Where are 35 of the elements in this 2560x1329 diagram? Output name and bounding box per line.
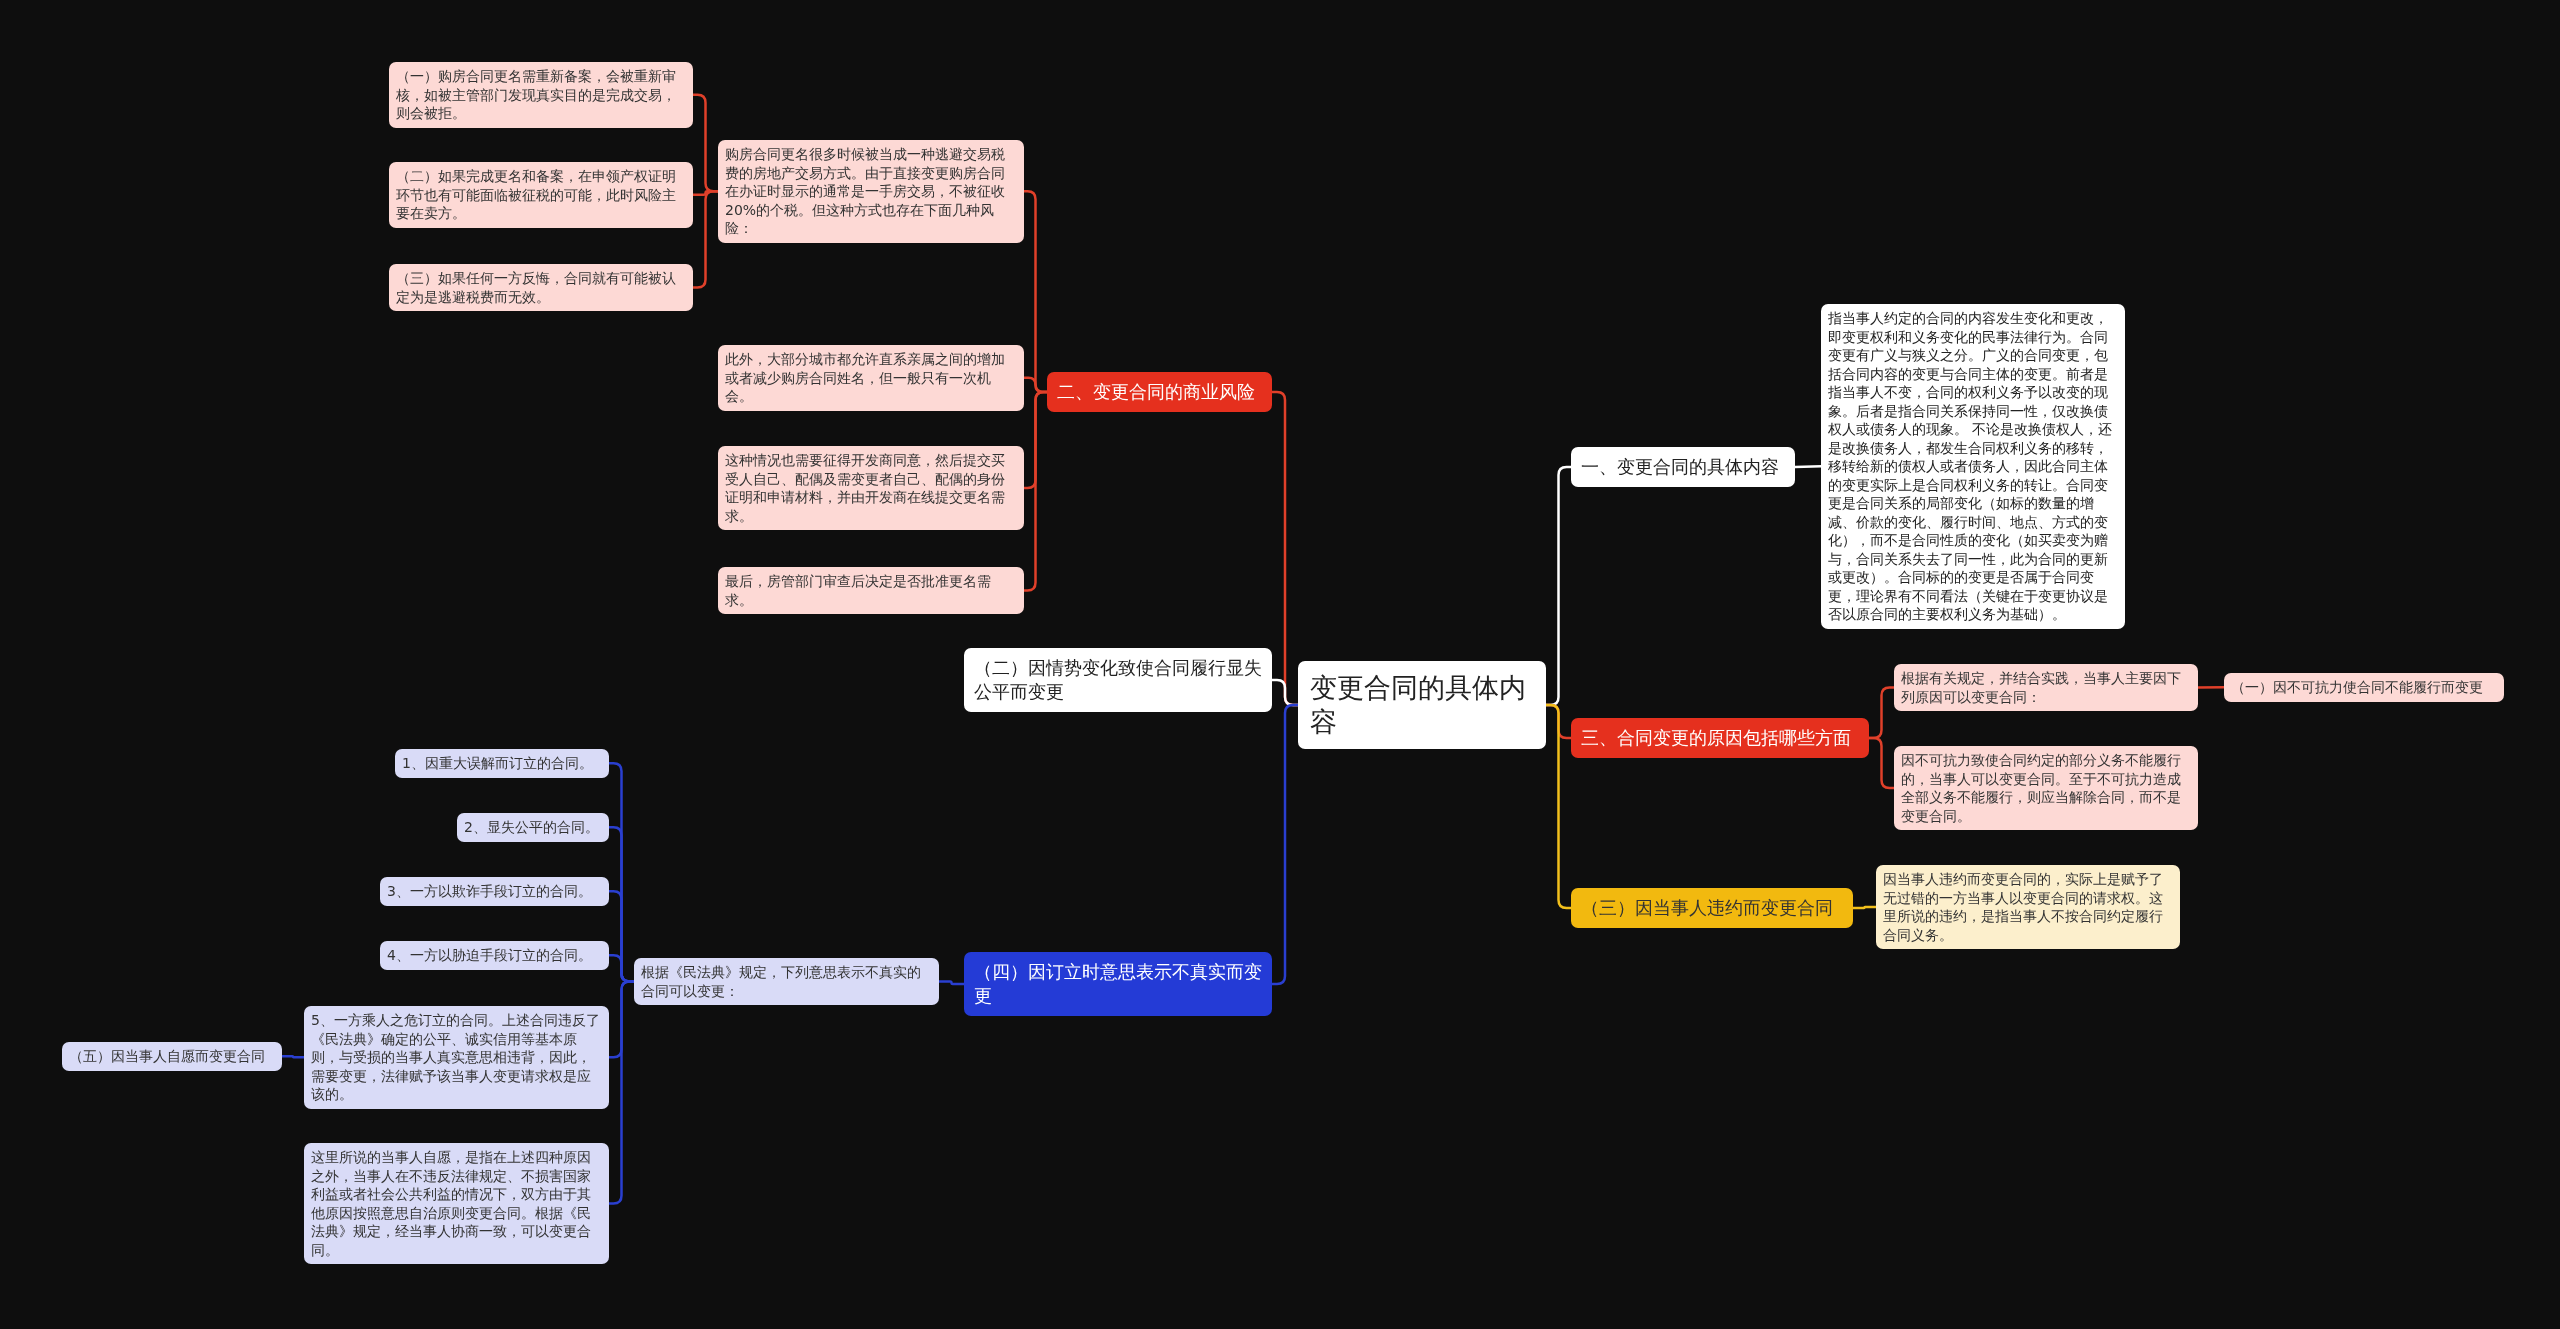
central-topic: 变更合同的具体内容 — [1298, 661, 1546, 749]
text-card: 根据有关规定，并结合实践，当事人主要因下列原因可以变更合同： — [1894, 664, 2198, 711]
connector-line — [1869, 736, 1894, 790]
text-card: 因不可抗力致使合同约定的部分义务不能履行的，当事人可以变更合同。至于不可抗力造成全部义务不能履行，则应当解除合同，而不是变更合同。 — [1894, 746, 2198, 830]
text-card: 最后，房管部门审查后决定是否批准更名需求。 — [718, 567, 1024, 614]
text-card: （三）如果任何一方反悔，合同就有可能被认定为是逃避税费而无效。 — [389, 264, 693, 311]
text-card: （五）因当事人自愿而变更合同 — [62, 1042, 282, 1071]
text-card: （二）如果完成更名和备案，在申领产权证明环节也有可能面临被征税的可能，此时风险主要在卖方。 — [389, 162, 693, 228]
connector-line — [1024, 390, 1047, 592]
connector-line — [939, 980, 964, 986]
text-card: 1、因重大误解而订立的合同。 — [395, 749, 609, 778]
connector-line — [1853, 905, 1876, 910]
text-card: 这种情况也需要征得开发商同意，然后提交买受人自己、配偶及需变更者自己、配偶的身份证明和申请材料，并由开发商在线提交更名需求。 — [718, 446, 1024, 530]
text-card: 购房合同更名很多时候被当成一种逃避交易税费的房地产交易方式。由于直接变更购房合同在办证时显示的通常是一手房交易，不被征收20%的个税。但这种方式也存在下面几种风险： — [718, 140, 1024, 243]
branch-topic: （四）因订立时意思表示不真实而变更 — [964, 952, 1272, 1016]
text-card: 5、一方乘人之危订立的合同。上述合同违反了《民法典》确定的公平、诚实信用等基本原则，与受损的当事人真实意思相违背，因此，需要变更，法律赋予该当事人变更请求权是应该的。 — [304, 1006, 609, 1109]
text-card: （一）因不可抗力使合同不能履行而变更 — [2224, 673, 2504, 702]
connector-line — [2198, 686, 2224, 689]
connector-line — [282, 1055, 304, 1059]
text-card: （一）购房合同更名需重新备案，会被重新审核，如被主管部门发现真实目的是完成交易，则会被拒。 — [389, 62, 693, 128]
text-card: 因当事人违约而变更合同的，实际上是赋予了无过错的一方当事人以变更合同的请求权。这里所说的违约，是指当事人不按合同约定履行合同义务。 — [1876, 865, 2180, 949]
branch-topic: 三、合同变更的原因包括哪些方面 — [1571, 718, 1869, 758]
connector-line — [1272, 703, 1298, 986]
text-card: 3、一方以欺诈手段订立的合同。 — [380, 877, 609, 906]
connector-line — [1794, 465, 1822, 469]
text-card: 根据《民法典》规定，下列意思表示不真实的合同可以变更： — [634, 958, 939, 1005]
branch-topic: （三）因当事人违约而变更合同 — [1571, 888, 1853, 928]
text-card: 4、一方以胁迫手段订立的合同。 — [380, 941, 609, 970]
text-card: 指当事人约定的合同的内容发生变化和更改，即变更权利和义务变化的民事法律行为。合同变更有广义与狭义之分。广义的合同变更，包括合同内容的变更与合同主体的变更。前者是指当事人不变，合同的权利义务予以改变的现象。后者是指合同关系保持同一性，仅改换债权人或债务人的现象。 不论是改换债权人，还是改换债务人，都发生合同权利义务的移转，移转给新的债权人或者债务人，因此合同主体的变更实际上是合同权利义务的转让。合同变更是合同关系的局部变化（如标的数量的增减、价款的变化、履行时间、地点、方式的变化），而不是合同性质的变化（如买卖变为赠与，合同关系失去了同一性，此为合同的更新或更改）。合同标的的变更是否属于合同变更，理论界有不同看法（关键在于变更协议是否以原合同的主要权利义务为基础）。 — [1821, 304, 2125, 629]
text-card: 2、显失公平的合同。 — [457, 813, 609, 842]
branch-topic: 二、变更合同的商业风险 — [1047, 372, 1272, 412]
text-card: 这里所说的当事人自愿，是指在上述四种原因之外，当事人在不违反法律规定、不损害国家利益或者社会公共利益的情况下，双方由于其他原因按照意思自治原则变更合同。根据《民法典》规定，经当事人协商一致，可以变更合同。 — [304, 1143, 609, 1264]
branch-topic: 一、变更合同的具体内容 — [1571, 447, 1795, 487]
branch-topic: （二）因情势变化致使合同履行显失公平而变更 — [964, 648, 1272, 712]
text-card: 此外，大部分城市都允许直系亲属之间的增加或者减少购房合同姓名，但一般只有一次机会。 — [718, 345, 1024, 411]
